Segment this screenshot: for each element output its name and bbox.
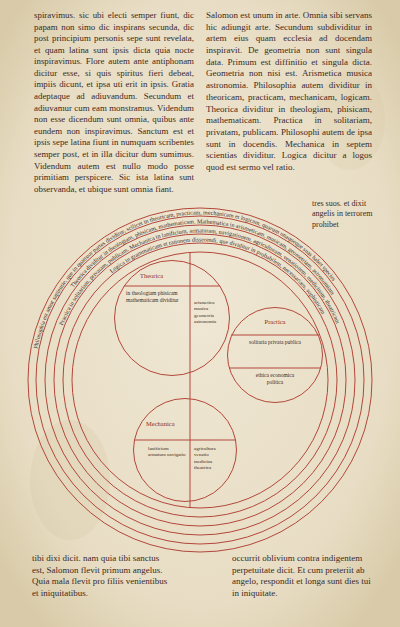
ring-inscription: Practica in solitariam, privatam, public… — [58, 227, 341, 326]
manuscript-text: tibi dixi dicit. nam quia tibi sanctus e… — [32, 553, 170, 600]
text-compartment: in theologiam phisicam mathematicam divi… — [126, 290, 186, 304]
ring — [45, 225, 355, 535]
circle-outline — [114, 260, 230, 376]
manuscript-text: occurrit oblivium contra indigentem perp… — [232, 553, 372, 600]
ring — [54, 234, 346, 526]
division-text: agricultura venatio medicina theatrica — [194, 446, 224, 471]
division-heading: Practica — [250, 318, 300, 326]
text-compartment: lanificium armatura navigatio — [148, 446, 186, 459]
division-text: lanificium armatura navigatio — [148, 446, 186, 459]
ring-inscriptions: Philosophia est amor sapientie, que in q… — [33, 209, 342, 349]
text-compartment: agricultura venatio medicina theatrica — [194, 446, 224, 471]
text-compartment: arismetica musica geometria astronomia — [194, 300, 224, 325]
text-compartment: Theorica — [140, 272, 186, 280]
ring — [28, 208, 372, 552]
manuscript-text: Salomon est unum in arte. Omnia sibi ser… — [206, 10, 372, 174]
division-text: ethica economica politica — [250, 372, 300, 386]
chord — [229, 368, 321, 369]
division-text: solitaria privata publica — [236, 339, 314, 346]
manuscript-text: spiravimus. sic ubi electi semper fiunt,… — [34, 10, 194, 195]
division-circle: Mechanica lanificium armatura navigatio ag… — [133, 398, 237, 502]
text-compartment: Practica — [250, 318, 300, 326]
circle-line — [228, 308, 323, 403]
circle-line — [115, 261, 230, 376]
inner-circle — [72, 252, 328, 508]
concentric-rings — [28, 208, 372, 552]
ring — [63, 243, 337, 517]
text-column: tibi dixi dicit. nam quia tibi sanctus e… — [32, 553, 170, 600]
division-circle: Theorica in theologiam phisicam mathemati… — [114, 260, 230, 376]
vertical-divider — [190, 253, 191, 507]
division-text: in theologiam phisicam mathematicam divi… — [126, 290, 186, 304]
text-column: tres suos. et dixit angelis in terrorem … — [312, 199, 376, 230]
text-compartment: Mechanica — [146, 420, 186, 428]
text-compartment: ethica economica politica — [250, 372, 300, 386]
text-column: occurrit oblivium contra indigentem perp… — [232, 553, 372, 600]
division-text: arismetica musica geometria astronomia — [194, 300, 224, 325]
chord — [134, 440, 236, 441]
division-circle: Practica solitaria privata publica ethica … — [227, 307, 323, 403]
text-column: spiravimus. sic ubi electi semper fiunt,… — [34, 10, 194, 195]
text-column: Salomon est unum in arte. Omnia sibi ser… — [206, 10, 372, 174]
circle-line — [134, 399, 237, 502]
text-compartment: solitaria privata publica — [236, 339, 314, 346]
manuscript-text: tres suos. et dixit angelis in terrorem … — [312, 199, 376, 230]
chord — [231, 335, 319, 336]
ring — [36, 216, 364, 544]
ring-inscription: Logica in grammaticam et rationem disser… — [109, 236, 327, 315]
division-heading: Theorica — [140, 272, 186, 280]
division-heading: Mechanica — [146, 420, 186, 428]
chord — [124, 286, 220, 287]
